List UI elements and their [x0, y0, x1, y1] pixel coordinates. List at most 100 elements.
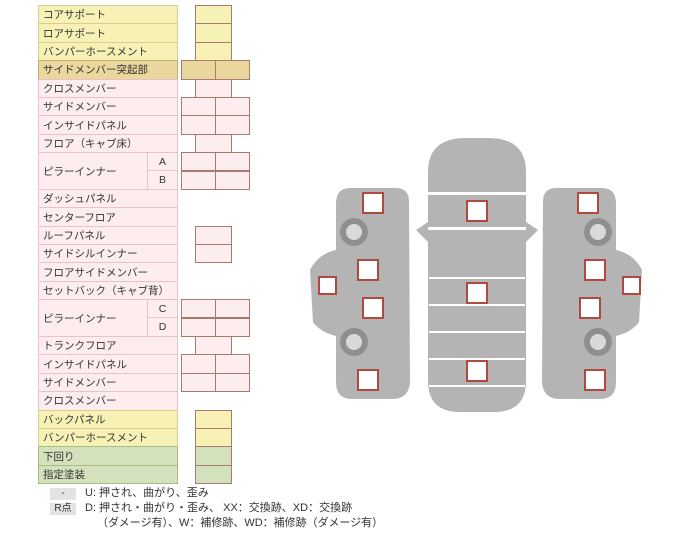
part-label: バンパーホースメント: [38, 428, 178, 448]
part-label: ダッシュパネル: [38, 188, 178, 209]
part-label: フロアサイドメンバー: [38, 262, 178, 282]
damage-checkbox-cell[interactable]: [215, 152, 250, 172]
wheel-icon: [340, 218, 368, 246]
table-row: フロア（キャブ床）: [38, 133, 252, 154]
table-row: バックパネル: [38, 409, 252, 430]
damage-checkbox-cell[interactable]: [181, 299, 216, 319]
part-label: サイドメンバー: [38, 372, 178, 393]
part-label: クロスメンバー: [38, 78, 178, 98]
damage-marker-right-upper-middle[interactable]: [584, 259, 606, 281]
part-label: サイドメンバー: [38, 96, 178, 117]
part-label: センターフロア: [38, 207, 178, 227]
wheel-icon: [340, 328, 368, 356]
damage-checkbox-cell[interactable]: [195, 133, 232, 154]
part-label: トランクフロア: [38, 336, 178, 356]
damage-checkbox-cell[interactable]: [181, 372, 216, 393]
damage-checkbox-cell[interactable]: [195, 428, 232, 448]
pillar-sub-label: B: [147, 170, 178, 190]
damage-checkbox-cell[interactable]: [181, 96, 216, 117]
wheel-icon: [584, 328, 612, 356]
damage-checkbox-cell[interactable]: [195, 5, 232, 25]
damage-marker-center-front[interactable]: [466, 200, 488, 222]
damage-checkbox-cell[interactable]: [195, 446, 232, 466]
damage-checkbox-cell[interactable]: [195, 244, 232, 264]
table-row: センターフロア: [38, 207, 252, 227]
pillar-sub-label: D: [147, 317, 178, 338]
parts-table: コアサポートロアサポートバンパーホースメントサイドメンバー突起部クロスメンバーサ…: [38, 5, 252, 485]
damage-checkbox-cell[interactable]: [215, 318, 250, 338]
damage-marker-right-lower-middle[interactable]: [579, 297, 601, 319]
damage-checkbox-cell[interactable]: [195, 78, 232, 98]
table-row: サイドシルインナー: [38, 244, 252, 264]
legend-row: （ダメージ有）、W：補修跡、WD：補修跡（ダメージ有）: [50, 516, 383, 531]
damage-checkbox-cell[interactable]: [181, 115, 216, 135]
table-row: ルーフパネル: [38, 225, 252, 246]
table-row: バンパーホースメント: [38, 428, 252, 448]
damage-checkbox-cell[interactable]: [215, 60, 250, 80]
damage-checkbox-cell[interactable]: [181, 318, 216, 338]
damage-marker-right-front[interactable]: [577, 192, 599, 214]
part-label: ピラーインナー: [38, 152, 148, 190]
part-label: インサイドパネル: [38, 115, 178, 135]
damage-marker-center-middle[interactable]: [466, 282, 488, 304]
damage-checkbox-cell[interactable]: [181, 354, 216, 374]
damage-checkbox-cell[interactable]: [195, 464, 232, 485]
damage-marker-left-upper-middle[interactable]: [357, 259, 379, 281]
part-label: バンパーホースメント: [38, 41, 178, 62]
legend-text-u: U: 押され、曲がり、歪み: [85, 487, 209, 499]
damage-checkbox-cell[interactable]: [195, 23, 232, 43]
table-row: トランクフロア: [38, 336, 252, 356]
damage-marker-left-front[interactable]: [362, 192, 384, 214]
damage-checkbox-cell[interactable]: [181, 152, 216, 172]
car-right-side-silhouette: [542, 188, 642, 399]
table-row: ダッシュパネル: [38, 188, 252, 209]
table-row: インサイドパネル: [38, 354, 252, 374]
table-row: ロアサポート: [38, 23, 252, 43]
damage-checkbox-cell[interactable]: [181, 60, 216, 80]
legend: - U: 押され、曲がり、歪み R点 D: 押され・曲がり・歪み、 XX：交換跡…: [50, 486, 383, 531]
damage-checkbox-cell[interactable]: [215, 96, 250, 117]
damage-checkbox-cell[interactable]: [215, 299, 250, 319]
right-mirror-icon: [526, 222, 538, 242]
table-row: サイドメンバー: [38, 372, 252, 393]
damage-checkbox-cell[interactable]: [215, 115, 250, 135]
car-top-cabin: [428, 230, 526, 412]
table-row: フロアサイドメンバー: [38, 262, 252, 282]
table-row: バンパーホースメント: [38, 41, 252, 62]
part-label: インサイドパネル: [38, 354, 178, 374]
legend-text-d: D: 押され・曲がり・歪み、 XX：交換跡、XD：交換跡: [85, 502, 353, 514]
part-label: 下回り: [38, 446, 178, 466]
table-row: クロスメンバー: [38, 391, 252, 411]
part-label: ロアサポート: [38, 23, 178, 43]
table-row: 下回り: [38, 446, 252, 466]
wheel-icon: [584, 218, 612, 246]
damage-marker-left-lower-middle[interactable]: [362, 297, 384, 319]
damage-marker-center-rear[interactable]: [466, 360, 488, 382]
table-row: 指定塗装: [38, 464, 252, 485]
part-label: ピラーインナー: [38, 299, 148, 338]
damage-marker-left-rear[interactable]: [357, 369, 379, 391]
legend-row: R点 D: 押され・曲がり・歪み、 XX：交換跡、XD：交換跡: [50, 501, 383, 516]
damage-marker-right-rear[interactable]: [584, 369, 606, 391]
damage-checkbox-cell[interactable]: [215, 354, 250, 374]
left-mirror-icon: [416, 222, 428, 242]
damage-checkbox-cell[interactable]: [215, 372, 250, 393]
damage-marker-right-outer[interactable]: [622, 276, 641, 295]
table-row: サイドメンバー: [38, 96, 252, 117]
damage-marker-left-outer[interactable]: [318, 276, 337, 295]
damage-checkbox-cell[interactable]: [195, 409, 232, 430]
car-body-diagram: [310, 138, 642, 412]
pillar-sub-label: C: [147, 299, 178, 319]
damage-checkbox-cell[interactable]: [195, 336, 232, 356]
legend-badge-dash: -: [50, 487, 76, 500]
part-label: クロスメンバー: [38, 391, 178, 411]
damage-checkbox-cell[interactable]: [195, 225, 232, 246]
part-label: バックパネル: [38, 409, 178, 430]
damage-checkbox-cell[interactable]: [181, 171, 216, 190]
damage-checkbox-cell[interactable]: [215, 171, 250, 190]
part-label: サイドメンバー突起部: [38, 60, 178, 80]
legend-row: - U: 押され、曲がり、歪み: [50, 486, 383, 501]
damage-checkbox-cell[interactable]: [195, 41, 232, 62]
panel-separator-lines: [429, 277, 525, 387]
